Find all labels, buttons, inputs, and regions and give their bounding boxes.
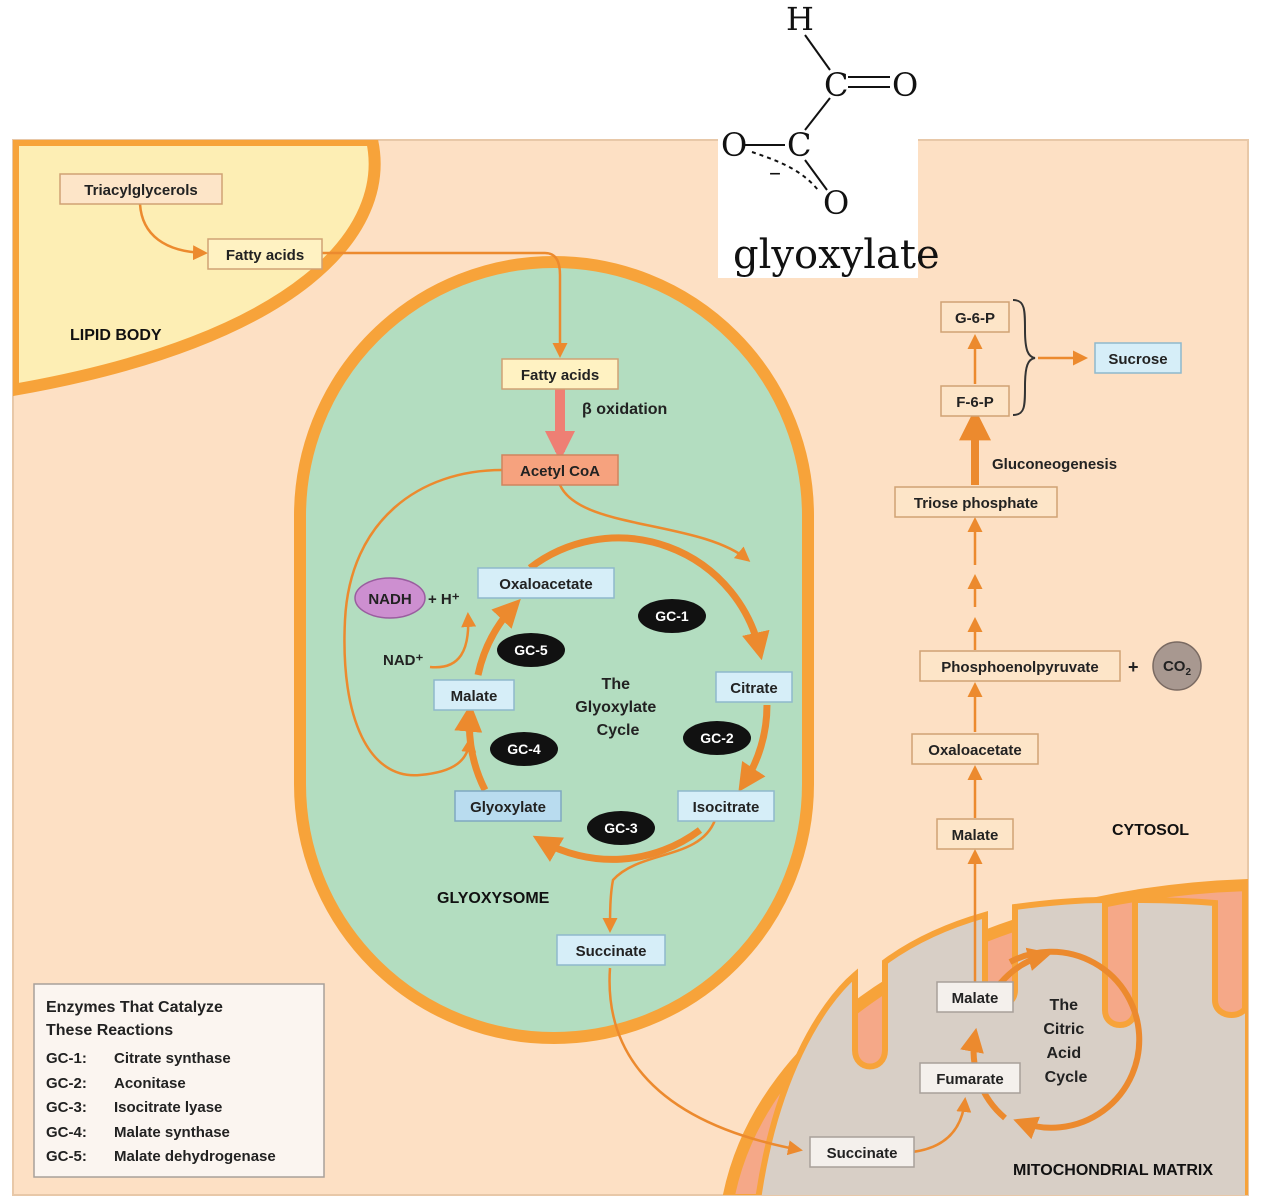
glyoxylate-box (454, 790, 562, 822)
citrate-label: Citrate (730, 680, 778, 697)
arrow-fatty-acids-to-glyoxysome (322, 251, 568, 358)
h-plus-label: + H⁺ (428, 591, 460, 608)
enzyme-gc2-label: GC-2 (700, 730, 734, 746)
cytosol-succinate-box (809, 1136, 915, 1168)
citric-acid-cycle-title: The Citric Acid Cycle (1043, 997, 1088, 1086)
cytosol-oxaloacetate-label: Oxaloacetate (928, 742, 1021, 759)
glyoxylate-structure-panel (718, 0, 918, 278)
glyoxylate-cycle-ring (454, 534, 771, 863)
molecule-name: glyoxylate (733, 232, 940, 278)
atom-o2: O (721, 126, 747, 164)
mito-malate-label: Malate (952, 990, 999, 1007)
sucrose-box (1094, 342, 1182, 374)
legend-row-name: Aconitase (114, 1075, 186, 1092)
arrow-succinate-to-cytosol (608, 967, 803, 1156)
legend-row-name: Malate dehydrogenase (114, 1148, 276, 1165)
glyoxysome-succinate-box (556, 934, 666, 966)
mito-malate-box (936, 981, 1014, 1013)
arrow-isocitrate-to-succinate (602, 819, 717, 933)
legend-row-code: GC-4: (46, 1124, 87, 1141)
arrow-succinate-to-fumarate (911, 1097, 972, 1154)
pep-plus-sign: + (1128, 657, 1139, 677)
glyoxysome-succinate-label: Succinate (576, 943, 647, 960)
glyoxysome-fatty-acids-box (501, 358, 619, 390)
glyoxysome-malate-box (433, 679, 515, 711)
lipid-fatty-acids-box (207, 238, 323, 270)
arrow-acetyl-coa-to-citrate (558, 484, 751, 562)
legend-row-name: Citrate synthase (114, 1050, 231, 1067)
atom-c2: C (787, 126, 811, 164)
fumarate-label: Fumarate (936, 1071, 1004, 1088)
hexose-brace (1012, 299, 1036, 416)
glyoxylate-label: Glyoxylate (470, 799, 546, 816)
cytosol-label: CYTOSOL (1112, 822, 1189, 839)
fumarate-box (919, 1062, 1021, 1094)
arrow-nad-to-nadh (429, 612, 477, 669)
atom-c1: C (824, 66, 848, 104)
legend-row-code: GC-1: (46, 1050, 87, 1067)
enzyme-gc4-badge (490, 732, 558, 766)
oxaloacetate-box (477, 567, 615, 599)
isocitrate-box (677, 790, 775, 822)
atom-charge: – (769, 158, 781, 186)
cytosol-succinate-label: Succinate (827, 1145, 898, 1162)
nad-plus-label: NAD⁺ (383, 652, 423, 669)
pep-label: Phosphoenolpyruvate (941, 659, 1099, 676)
oxaloacetate-label: Oxaloacetate (499, 576, 592, 593)
glyoxysome-malate-label: Malate (451, 688, 498, 705)
cytosol-oxaloacetate-box (911, 733, 1039, 765)
triacylglycerols-label: Triacylglycerols (84, 182, 197, 199)
cytosol-malate-box (936, 818, 1014, 850)
arrow-triacylglycerols-to-fatty-acids (138, 203, 208, 261)
legend-row-code: GC-5: (46, 1148, 87, 1165)
sucrose-label: Sucrose (1108, 351, 1167, 368)
enzyme-gc1-badge (638, 599, 706, 633)
legend-row-name: Isocitrate lyase (114, 1099, 222, 1116)
atom-o1: O (892, 66, 918, 104)
enzyme-gc5-label: GC-5 (514, 642, 548, 658)
legend-rows: GC-1: Citrate synthase GC-2: Aconitase G… (46, 1050, 276, 1165)
lipid-fatty-acids-label: Fatty acids (226, 247, 304, 264)
atom-o3: O (823, 184, 849, 222)
enzyme-gc3-label: GC-3 (604, 820, 638, 836)
enzyme-legend (33, 983, 325, 1178)
f6p-box (940, 385, 1010, 417)
co2-badge (1152, 641, 1202, 691)
cytosol-malate-label: Malate (952, 827, 999, 844)
nadh-badge (354, 577, 426, 619)
enzyme-gc4-label: GC-4 (507, 741, 541, 757)
f6p-label: F-6-P (956, 394, 994, 411)
atom-h: H (786, 0, 814, 38)
glyoxylate-structure: H C O C O O – glyoxylate (718, 0, 940, 278)
triose-phosphate-label: Triose phosphate (914, 495, 1038, 512)
legend-row-code: GC-2: (46, 1075, 87, 1092)
beta-oxidation-label: β oxidation (582, 401, 667, 418)
lipid-body-label: LIPID BODY (70, 327, 162, 344)
enzyme-gc5-badge (497, 633, 565, 667)
citrate-box (715, 671, 793, 703)
enzyme-gc2-badge (683, 721, 751, 755)
gluconeogenesis-label: Gluconeogenesis (992, 456, 1117, 473)
g6p-box (940, 301, 1010, 333)
legend-row-name: Malate synthase (114, 1124, 230, 1141)
legend-row-code: GC-3: (46, 1099, 87, 1116)
triose-phosphate-box (894, 486, 1058, 518)
legend-title: Enzymes That Catalyze These Reactions (46, 999, 227, 1039)
enzyme-gc3-badge (587, 811, 655, 845)
triacylglycerols-box (59, 173, 223, 205)
pep-box (919, 650, 1121, 682)
mitochondrial-matrix-label: MITOCHONDRIAL MATRIX (1013, 1162, 1213, 1179)
glyoxysome-label: GLYOXYSOME (437, 890, 550, 907)
acetyl-coa-box (501, 454, 619, 486)
nadh-label: NADH (368, 591, 411, 608)
isocitrate-label: Isocitrate (693, 799, 760, 816)
arrow-acetyl-coa-to-malate (343, 468, 503, 777)
g6p-label: G-6-P (955, 310, 995, 327)
enzyme-gc1-label: GC-1 (655, 608, 689, 624)
acetyl-coa-label: Acetyl CoA (520, 463, 600, 480)
glyoxysome-fatty-acids-label: Fatty acids (521, 367, 599, 384)
glyoxylate-cycle-title: The Glyoxylate Cycle (575, 676, 660, 739)
co2-label: CO2 (1163, 658, 1192, 678)
